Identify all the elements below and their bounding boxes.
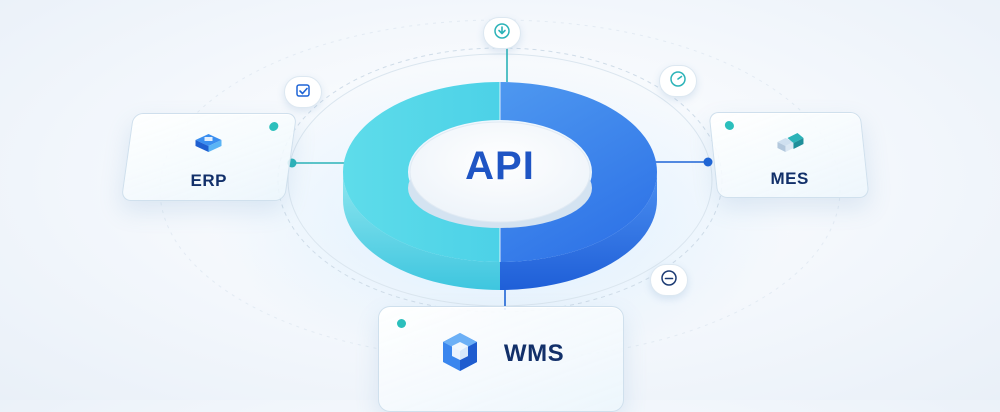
badge-bottom[interactable] xyxy=(650,264,688,296)
erp-node[interactable]: ERP xyxy=(120,113,298,201)
api-center-label: API xyxy=(465,144,535,188)
wms-node[interactable]: WMS xyxy=(378,306,624,412)
connector-mes-dot xyxy=(703,157,713,167)
hexagon-box-icon xyxy=(438,330,482,379)
cube-cluster-icon xyxy=(771,130,807,161)
badge-left[interactable] xyxy=(284,76,322,108)
wms-status-dot xyxy=(397,319,406,328)
mes-node[interactable]: MES xyxy=(708,112,870,198)
checklist-icon xyxy=(294,81,312,104)
mes-label: MES xyxy=(770,168,809,188)
minus-circle-icon xyxy=(660,269,678,292)
mes-status-dot xyxy=(724,121,735,130)
erp-label: ERP xyxy=(190,170,227,190)
diagram-background xyxy=(159,19,841,365)
badge-right[interactable] xyxy=(659,65,697,97)
stacked-box-icon xyxy=(192,130,226,159)
api-ring-base xyxy=(343,172,657,290)
download-icon xyxy=(493,22,511,45)
wms-label: WMS xyxy=(503,340,565,367)
api-ring-top xyxy=(343,82,657,262)
erp-status-dot xyxy=(268,122,279,131)
api-core xyxy=(409,121,591,223)
gauge-icon xyxy=(669,70,687,93)
integration-diagram: API ERP xyxy=(120,17,870,412)
badge-top[interactable] xyxy=(483,17,521,49)
